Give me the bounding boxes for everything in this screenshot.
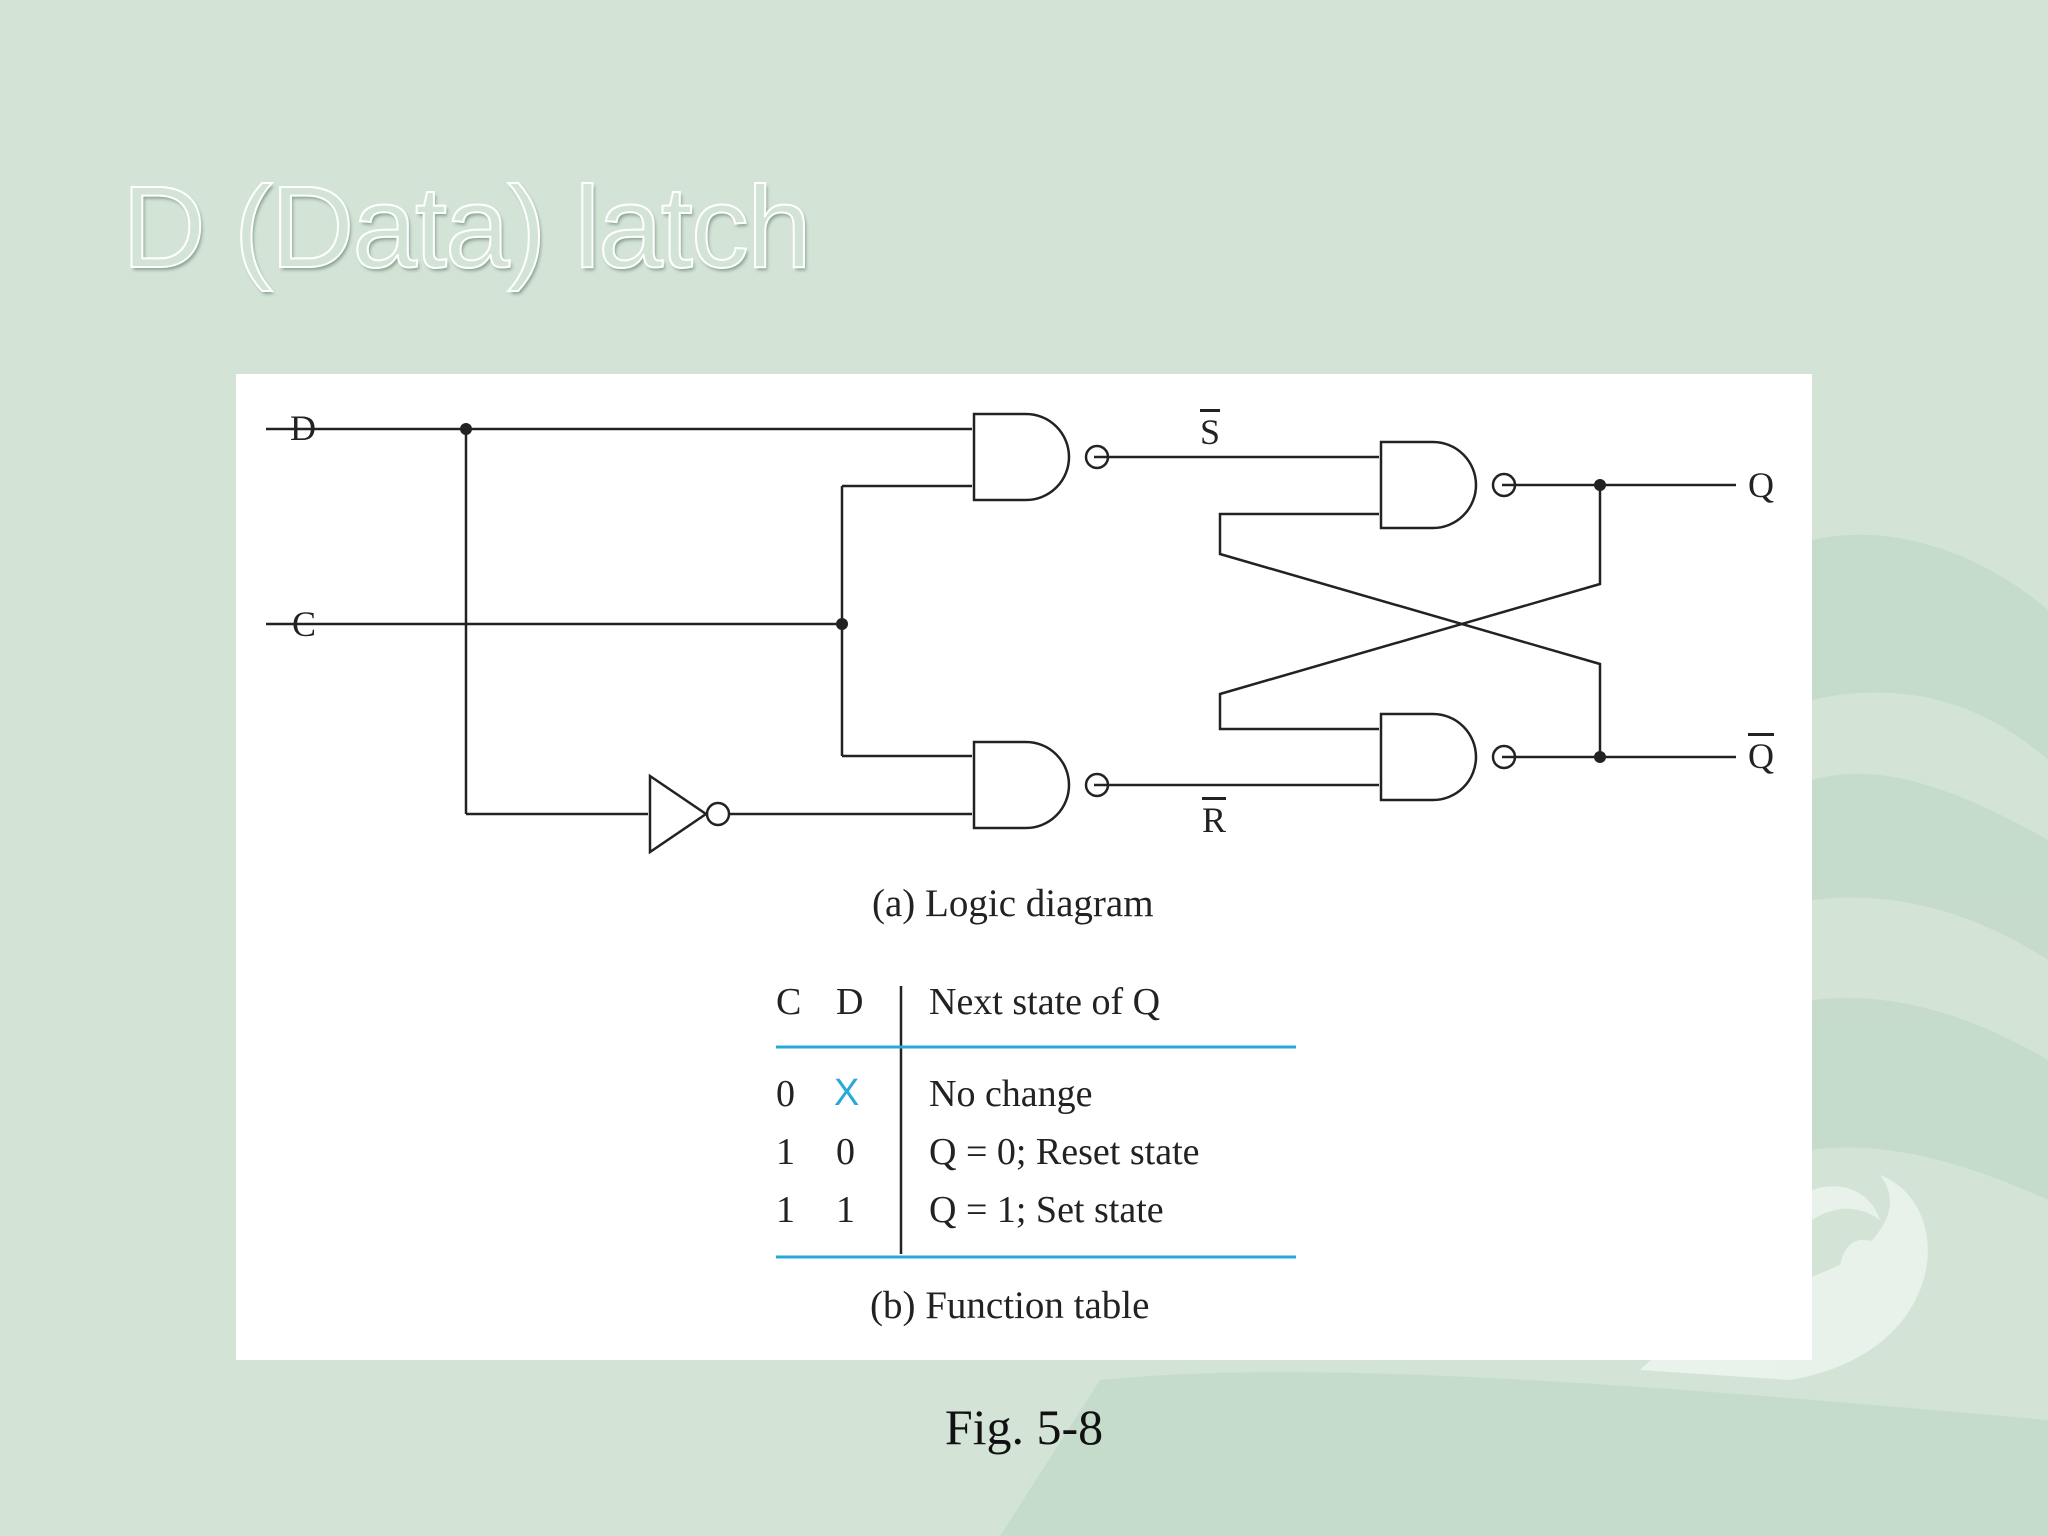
nand-gate-2-bubble	[1084, 772, 1110, 798]
nand-gate-4	[1379, 712, 1478, 802]
figure-panel: D C S R Q Q (a) Logic diagram C D Next s…	[236, 374, 1812, 1360]
table-cell-d: X	[834, 1072, 860, 1114]
output-label-q: Q	[1748, 465, 1774, 505]
signal-label-r-bar: R	[1202, 800, 1227, 840]
junction-qbar	[1594, 751, 1606, 763]
output-label-q-bar: Q	[1748, 736, 1774, 776]
signal-label-s-bar: S	[1200, 412, 1221, 452]
logic-diagram	[266, 412, 1736, 1259]
table-cell-next-state: No change	[929, 1073, 1093, 1115]
nand-gate-2	[972, 740, 1071, 830]
function-table: C D Next state of Q 0 X No change 1 0 Q …	[776, 974, 1296, 1274]
junction-d	[460, 423, 472, 435]
table-cell-c: 1	[776, 1189, 795, 1231]
nand-gate-3	[1379, 440, 1478, 530]
table-caption: (b) Function table	[870, 1284, 1150, 1327]
table-header-d: D	[836, 981, 864, 1023]
junction-c	[836, 618, 848, 630]
inverter	[648, 773, 709, 855]
table-cell-d: 0	[836, 1131, 855, 1173]
table-header-c: C	[776, 981, 802, 1023]
input-label-c: C	[292, 604, 317, 644]
diagram-caption: (a) Logic diagram	[872, 882, 1154, 925]
figure-number: Fig. 5-8	[944, 1399, 1104, 1455]
wire-q-feedback	[1218, 485, 1602, 731]
input-label-d: D	[290, 408, 316, 448]
nand-gate-4-bubble	[1491, 744, 1517, 770]
table-cell-c: 1	[776, 1131, 795, 1173]
inverter-bubble	[705, 801, 731, 827]
nand-gate-1-bubble	[1084, 444, 1110, 470]
table-header-next-state: Next state of Q	[929, 981, 1161, 1023]
table-cell-c: 0	[776, 1073, 795, 1115]
table-cell-d: 1	[836, 1189, 855, 1231]
table-cell-next-state: Q = 1; Set state	[929, 1189, 1164, 1231]
wire-qbar-feedback	[1218, 512, 1602, 757]
table-cell-next-state: Q = 0; Reset state	[929, 1131, 1200, 1173]
slide-title: D (Data) latch	[121, 161, 813, 293]
junction-q	[1594, 479, 1606, 491]
nand-gate-1	[972, 412, 1071, 502]
nand-gate-3-bubble	[1491, 472, 1517, 498]
